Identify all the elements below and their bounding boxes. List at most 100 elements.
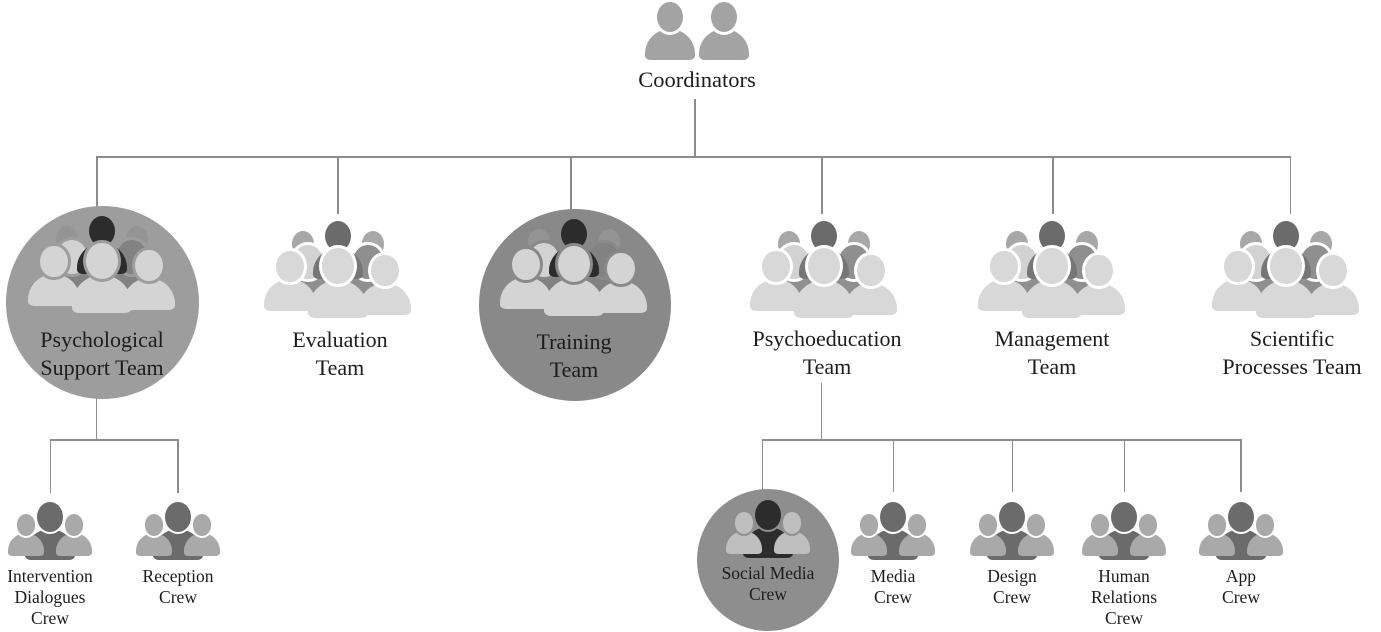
person-head	[978, 514, 998, 536]
team-label-line: Team	[802, 353, 852, 379]
person-body	[1022, 280, 1082, 318]
person-body	[851, 533, 887, 556]
person-body	[1082, 533, 1118, 556]
person-head	[165, 502, 191, 532]
crew-label-line: Relations	[1090, 587, 1158, 607]
person-head	[512, 249, 540, 281]
person-body	[970, 533, 1006, 556]
person-body	[1130, 533, 1166, 556]
crew-icon-design	[969, 502, 1055, 560]
person-body	[184, 533, 220, 556]
person-figure	[726, 512, 762, 554]
team-label-line: Team	[549, 356, 599, 382]
connector-drop-human-relations	[1123, 439, 1125, 492]
crew-label-line: Crew	[1222, 587, 1260, 607]
person-head	[734, 512, 754, 534]
person-figure	[136, 514, 172, 556]
person-head	[811, 221, 837, 251]
person-head	[64, 514, 84, 536]
person-figure	[500, 249, 552, 310]
person-figure	[851, 514, 887, 556]
person-head	[322, 248, 354, 284]
person-head	[1273, 221, 1299, 251]
crew-label-human-relations: Human Relations Crew	[1049, 566, 1199, 629]
person-head	[16, 514, 36, 536]
crew-label-reception: Reception Crew	[103, 566, 253, 608]
person-head	[276, 251, 304, 283]
crew-label-line: Crew	[31, 608, 69, 628]
crew-label-line: Crew	[993, 587, 1031, 607]
person-figure	[8, 514, 44, 556]
connector-drop-psych-support	[96, 156, 98, 208]
person-body	[544, 278, 604, 316]
crew-label-line: Intervention	[7, 566, 93, 586]
person-head	[1111, 502, 1137, 532]
person-head	[880, 502, 906, 532]
person-head	[762, 251, 790, 283]
person-head	[711, 2, 737, 32]
person-head	[325, 221, 351, 251]
crew-icon-media	[850, 502, 936, 560]
person-head	[561, 219, 587, 249]
person-figure	[699, 2, 749, 60]
person-body	[1247, 533, 1283, 556]
person-figure	[794, 248, 854, 318]
crew-label-line: Dialogues	[14, 587, 86, 607]
team-icon-psychoeducation	[749, 221, 899, 321]
person-figure	[1073, 255, 1125, 316]
team-label-psychoeducation: Psychoeducation Team	[707, 325, 947, 380]
connector-drop-social-media	[761, 439, 763, 490]
team-label-line: Team	[315, 354, 365, 380]
team-icon-management	[977, 221, 1127, 321]
person-head	[40, 246, 68, 278]
person-body	[1199, 533, 1235, 556]
team-label-scientific-processes: Scientific Processes Team	[1172, 325, 1381, 380]
team-label-line: Scientific	[1249, 326, 1335, 351]
connector-psychoeducation-rail	[761, 439, 1242, 441]
crew-icon-intervention-dialogues	[7, 502, 93, 560]
person-head	[999, 502, 1025, 532]
person-figure	[845, 255, 897, 316]
connector-root-stem	[694, 99, 696, 157]
person-head	[859, 514, 879, 536]
person-body	[774, 531, 810, 554]
person-head	[144, 514, 164, 536]
team-label-line: Processes Team	[1222, 353, 1362, 379]
person-figure	[308, 248, 368, 318]
person-body	[8, 533, 44, 556]
person-head	[1085, 255, 1113, 287]
team-label-management: Management Team	[932, 325, 1172, 380]
team-label-line: Support Team	[40, 354, 164, 380]
person-head	[1207, 514, 1227, 536]
team-icon-training	[499, 219, 649, 319]
person-head	[371, 255, 399, 287]
connector-drop-evaluation	[337, 156, 339, 214]
crew-label-line: Crew	[159, 587, 197, 607]
crew-label-line: Crew	[874, 587, 912, 607]
coordinators-pair-icon	[641, 2, 753, 60]
person-figure	[595, 253, 647, 314]
connector-drop-media	[892, 439, 894, 492]
team-label-line: Psychoeducation	[752, 326, 902, 351]
person-figure	[184, 514, 220, 556]
person-figure	[72, 243, 132, 313]
person-body	[794, 280, 854, 318]
person-body	[1256, 280, 1316, 318]
connector-psychoeducation-stem	[820, 383, 822, 440]
person-head	[607, 253, 635, 285]
person-head	[1039, 221, 1065, 251]
team-label-training: Training Team	[454, 328, 694, 383]
person-body	[136, 533, 172, 556]
person-figure	[1082, 514, 1118, 556]
person-figure	[28, 246, 80, 307]
crew-label-line: Media	[870, 566, 916, 586]
team-label-line: Psychological	[40, 327, 164, 352]
person-body	[1018, 533, 1054, 556]
person-head	[755, 500, 781, 530]
person-head	[1270, 248, 1302, 284]
connector-drop-psychoeducation	[821, 156, 823, 214]
person-figure	[1199, 514, 1235, 556]
person-head	[1090, 514, 1110, 536]
person-head	[1224, 251, 1252, 283]
